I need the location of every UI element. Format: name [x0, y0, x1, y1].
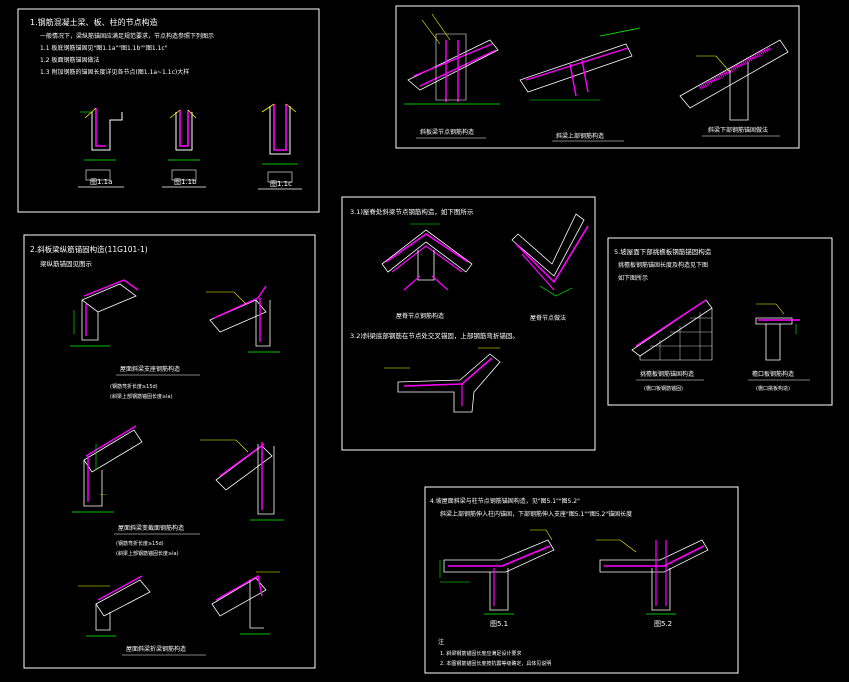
detail-3-3b [211, 571, 280, 635]
panel-4-frame [341, 196, 596, 451]
detail-6-2: 图5.2 [596, 539, 709, 628]
detail-2-2-caption: 斜梁上部钢筋构造 [556, 132, 604, 140]
panel-3-note-2: (斜梁上部钢筋锚固长度≥la) [110, 393, 173, 400]
detail-1a-caption: 图1.1a [90, 178, 112, 186]
panel-6-note-2: 2. 本图钢筋锚固长度按抗震等级确定，具体见说明 [440, 660, 551, 667]
panel-1-frame [17, 8, 320, 213]
panel-6-line-2: 斜梁上部钢筋伸入柱内锚固，下部钢筋伸入支座"图5.1""图5.2"锚固长度 [440, 510, 632, 518]
detail-4-ridge-b: 屋脊节点做法 [511, 213, 589, 322]
detail-6-1-caption: 图5.1 [490, 620, 508, 628]
detail-4-ridge-a-caption: 屋脊节点钢筋构造 [396, 312, 444, 320]
panel-6-beam-column-joints: 4.坡屋面斜梁与柱节点钢筋锚固构造，见"图5.1""图5.2" 斜梁上部钢筋伸入… [424, 486, 739, 674]
detail-3-3a [78, 575, 151, 637]
panel-6-frame [424, 486, 739, 674]
panel-3-note-3: (钢筋弯折长度≥15d) [116, 540, 164, 547]
detail-5-eave-a-sub: (檐口板钢筋锚固) [644, 385, 683, 392]
panel-5-line-2: 挑檐板钢筋锚固长度及构造见下图 [618, 261, 708, 269]
detail-2-1: 斜板梁节点钢筋构造 [404, 13, 500, 139]
detail-1a: 图1.1a [78, 107, 124, 188]
panel-3-caption-3: 屋面斜梁折梁钢筋构造 [126, 645, 186, 653]
panel-3-frame [23, 234, 316, 669]
detail-2-3-caption: 斜梁下部钢筋锚固做法 [708, 126, 768, 134]
panel-3-note-1: (钢筋弯折长度≥15d) [110, 383, 158, 390]
detail-3-1a [70, 279, 139, 347]
panel-3-line-2: 梁纵筋锚固见图示 [40, 259, 93, 268]
detail-1c: 图1.1c [258, 103, 302, 190]
panel-1-slab-anchorage: 1.钢筋混凝土梁、板、柱的节点构造 一般情况下，梁纵筋锚固应满足规范要求，节点构… [17, 8, 320, 213]
panel-3-caption-1: 屋面斜梁支座钢筋构造 [120, 365, 180, 373]
panel-6-line-1: 4.坡屋面斜梁与柱节点钢筋锚固构造，见"图5.1""图5.2" [430, 497, 580, 505]
panel-1-line-4: 1.2 板面钢筋锚固做法 [40, 56, 99, 64]
detail-5-eave-b: 檐口板钢筋构造 (檐口挑板构造) [748, 303, 810, 392]
detail-5-eave-b-caption: 檐口板钢筋构造 [752, 370, 794, 378]
panel-2-sloped-beam-details: 斜板梁节点钢筋构造 斜梁上部钢筋构造 斜梁下部钢筋锚固做法 [395, 5, 800, 149]
panel-5-line-3: 如下图所示 [618, 274, 648, 282]
panel-5-line-1: 5.坡屋面下部挑檐板钢筋锚固构造 [614, 247, 712, 256]
panel-3-note-4: (斜梁上部钢筋锚固长度≥la) [116, 550, 179, 557]
svg-text:----: ---- [100, 493, 107, 498]
panel-1-line-1: 1.钢筋混凝土梁、板、柱的节点构造 [30, 17, 158, 27]
panel-1-line-3: 1.1 板底钢筋锚固见"图1.1a""图1.1b""图1.1c" [40, 44, 168, 52]
panel-4-line-1: 3.1)屋脊处斜梁节点钢筋构造，如下图所示 [350, 207, 474, 216]
detail-4-ridge-a: 屋脊节点钢筋构造 [381, 223, 473, 320]
detail-3-1b [206, 285, 280, 353]
detail-2-3: 斜梁下部钢筋锚固做法 [679, 39, 789, 137]
detail-6-2-caption: 图5.2 [654, 620, 672, 628]
panel-3-caption-2: 屋面斜梁变截面钢筋构造 [118, 524, 184, 532]
detail-4-ridge-b-caption: 屋脊节点做法 [530, 314, 566, 322]
detail-2-2: 斜梁上部钢筋构造 [519, 27, 641, 142]
detail-1b-caption: 图1.1b [174, 178, 197, 186]
panel-5-eave-details: 5.坡屋面下部挑檐板钢筋锚固构造 挑檐板钢筋锚固长度及构造见下图 如下图所示 挑… [607, 237, 833, 406]
panel-6-note-1: 1. 斜梁钢筋锚固长度应满足设计要求 [440, 650, 521, 657]
panel-3-line-1: 2.斜板梁纵筋锚固构造(11G101-1) [30, 244, 148, 254]
detail-5-eave-a: 挑檐板钢筋锚固构造 (檐口板钢筋锚固) [631, 299, 713, 392]
panel-4-line-2: 3.2)斜梁底部钢筋在节点处交叉锚固，上部钢筋弯折锚固。 [350, 331, 519, 340]
detail-2-1-caption: 斜板梁节点钢筋构造 [420, 128, 474, 136]
detail-1b: 图1.1b [162, 109, 206, 188]
panel-3-roof-beam-anchorage: 2.斜板梁纵筋锚固构造(11G101-1) 梁纵筋锚固见图示 屋面斜梁支座钢筋构… [23, 234, 316, 669]
detail-5-eave-a-caption: 挑檐板钢筋锚固构造 [640, 370, 694, 378]
panel-5-frame [607, 237, 833, 406]
detail-1c-caption: 图1.1c [270, 180, 292, 188]
panel-4-ridge-details: 3.1)屋脊处斜梁节点钢筋构造，如下图所示 屋脊节点钢筋构造 屋脊节点做法 3.… [341, 196, 596, 451]
detail-4-valley [384, 347, 501, 413]
panel-1-line-5: 1.3 附加钢筋的锚固长度详见各节点(图1.1a~1.1c)大样 [40, 68, 189, 76]
detail-5-eave-b-sub: (檐口挑板构造) [756, 385, 790, 392]
panel-2-frame [395, 5, 800, 149]
detail-6-1: 图5.1 [439, 529, 555, 628]
panel-6-note-title: 注 [438, 638, 444, 646]
detail-3-2b [200, 439, 284, 521]
panel-1-line-2: 一般情况下，梁纵筋锚固应满足规范要求，节点构造参照下列图示 [40, 32, 214, 40]
detail-3-2a: ---- [72, 425, 143, 513]
